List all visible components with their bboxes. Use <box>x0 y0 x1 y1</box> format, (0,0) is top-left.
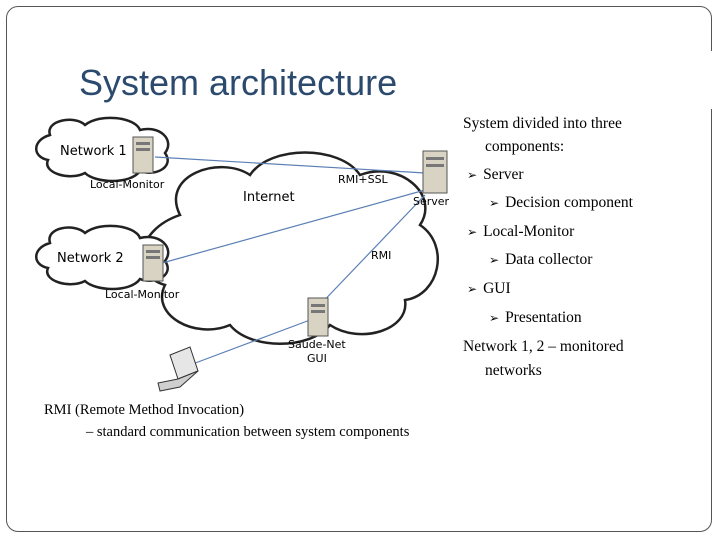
bullet-server-sub: ➢ Decision component <box>489 194 633 213</box>
arrow-bullet-icon: ➢ <box>489 253 500 267</box>
rmi-label: RMI <box>371 249 391 262</box>
intro-line2: components: <box>485 138 565 155</box>
gui-label-line2: GUI <box>307 352 327 365</box>
bullet-gui-text: GUI <box>483 280 511 297</box>
bullet-local-monitor-sub-text: Data collector <box>505 251 593 268</box>
internet-cloud <box>140 151 439 345</box>
main-server-icon <box>422 150 448 194</box>
title-bar <box>7 51 712 109</box>
local-monitor-1-server-icon <box>132 136 154 174</box>
local-monitor-2-label: Local-Monitor <box>105 288 180 301</box>
internet-label: Internet <box>243 190 295 205</box>
bullet-local-monitor-sub: ➢ Data collector <box>489 251 592 270</box>
gui-server-icon <box>307 297 329 337</box>
bullet-gui-sub-text: Presentation <box>505 309 582 326</box>
networks-line2: networks <box>485 362 542 379</box>
bullet-gui-sub: ➢ Presentation <box>489 309 582 328</box>
gui-label-line1: Saude-Net <box>288 338 346 351</box>
footnote-line1: RMI (Remote Method Invocation) <box>44 402 245 418</box>
bullet-local-monitor: ➢ Local-Monitor <box>467 223 574 242</box>
server-label: Server <box>413 195 450 208</box>
arrow-bullet-icon: ➢ <box>467 168 478 182</box>
connection-lines <box>154 156 426 366</box>
bullet-server-sub-text: Decision component <box>505 194 633 211</box>
arrow-bullet-icon: ➢ <box>467 282 478 296</box>
bullet-local-monitor-text: Local-Monitor <box>483 223 575 240</box>
arrow-bullet-icon: ➢ <box>467 225 478 239</box>
bullet-server-text: Server <box>483 166 524 183</box>
bullet-server: ➢ Server <box>467 166 524 185</box>
rmi-ssl-label: RMI+SSL <box>338 173 389 186</box>
network1-label: Network 1 <box>60 144 127 159</box>
slide-title: System architecture <box>79 62 398 103</box>
bullet-gui: ➢ GUI <box>467 280 511 299</box>
arrow-bullet-icon: ➢ <box>489 196 500 210</box>
architecture-diagram: Network 1 Local-Monitor Internet RMI+SSL… <box>35 116 450 392</box>
arrow-bullet-icon: ➢ <box>489 311 500 325</box>
footnote: RMI (Remote Method Invocation) – standar… <box>44 400 409 444</box>
networks-line1: Network 1, 2 – monitored <box>463 338 624 355</box>
footnote-line2: – standard communication between system … <box>86 423 410 440</box>
laptop-icon <box>157 346 199 392</box>
network2-label: Network 2 <box>57 251 124 266</box>
local-monitor-2-server-icon <box>142 244 164 282</box>
intro-line1: System divided into three <box>463 115 622 132</box>
local-monitor-1-label: Local-Monitor <box>90 178 165 191</box>
